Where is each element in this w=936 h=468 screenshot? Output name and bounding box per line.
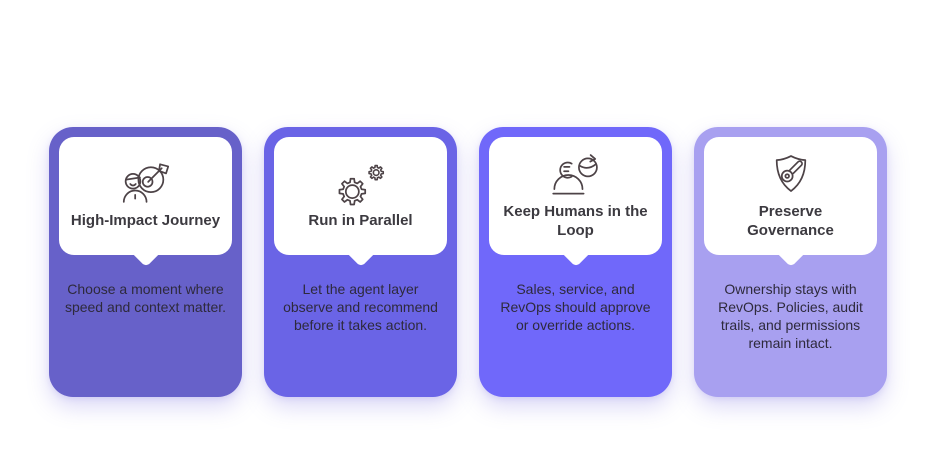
shield-key-icon — [765, 153, 817, 197]
card-header-panel: Preserve Governance — [704, 137, 877, 268]
card-body-text: Choose a moment where speed and context … — [64, 281, 227, 315]
panel-tail — [776, 238, 805, 268]
gears-icon — [335, 162, 387, 206]
card-title: Run in Parallel — [308, 212, 413, 229]
card-header-panel: Run in Parallel — [274, 137, 447, 268]
card-title: High-Impact Journey — [70, 212, 221, 229]
card-body-text: Sales, service, and RevOps should approv… — [500, 281, 651, 333]
card-title: Keep Humans in the Loop — [503, 202, 648, 239]
card-header-panel: High-Impact Journey — [59, 137, 232, 268]
card-high-impact-journey: High-Impact Journey Choose a moment wher… — [49, 127, 242, 397]
card-header-panel: Keep Humans in the Loop — [489, 137, 662, 268]
cards-row: High-Impact Journey Choose a moment wher… — [49, 127, 887, 397]
panel-tail — [346, 238, 375, 268]
panel-tail — [131, 238, 160, 268]
panel-tail — [561, 238, 590, 268]
card-title: Preserve Governance — [747, 202, 834, 239]
card-body-text: Ownership stays with RevOps. Policies, a… — [718, 281, 863, 351]
card-preserve-governance: Preserve Governance Ownership stays with… — [694, 127, 887, 397]
human-loop-icon — [550, 153, 602, 197]
card-body-text: Let the agent layer observe and recommen… — [283, 281, 438, 333]
card-keep-humans-in-loop: Keep Humans in the Loop Sales, service, … — [479, 127, 672, 397]
card-run-in-parallel: Run in Parallel Let the agent layer obse… — [264, 127, 457, 397]
person-target-icon — [120, 162, 172, 206]
